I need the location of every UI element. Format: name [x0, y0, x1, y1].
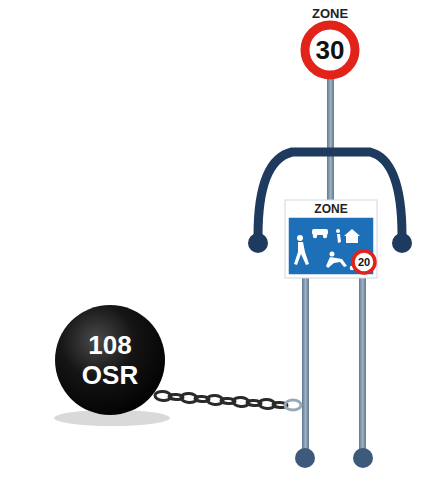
chain	[155, 391, 301, 410]
left-foot	[295, 448, 315, 468]
ball	[55, 305, 165, 415]
speed-20-sign: 20	[353, 251, 375, 273]
ball-label: 108 OSR	[55, 305, 165, 415]
zone-sign: ZONE 20	[285, 200, 377, 278]
speed-limit-sign: ZONE 30	[285, 4, 375, 80]
right-foot	[353, 448, 373, 468]
speed-number: 30	[311, 35, 349, 65]
zone-sign-board	[285, 200, 377, 278]
left-hand	[248, 233, 268, 253]
speed-limit-sign	[305, 25, 355, 75]
zone-pictograms	[294, 229, 360, 270]
right-leg-pole	[359, 276, 366, 456]
zone-sign-panel	[288, 217, 374, 275]
zone-heading: ZONE	[287, 6, 373, 22]
right-hand	[392, 233, 412, 253]
neck-pole	[327, 78, 334, 202]
ball-text: 108 OSR	[70, 330, 150, 390]
speed-20-sign	[353, 251, 375, 273]
zone-heading: ZONE	[287, 202, 375, 216]
left-leg-pole	[302, 276, 309, 456]
speed-number: 20	[356, 255, 372, 269]
